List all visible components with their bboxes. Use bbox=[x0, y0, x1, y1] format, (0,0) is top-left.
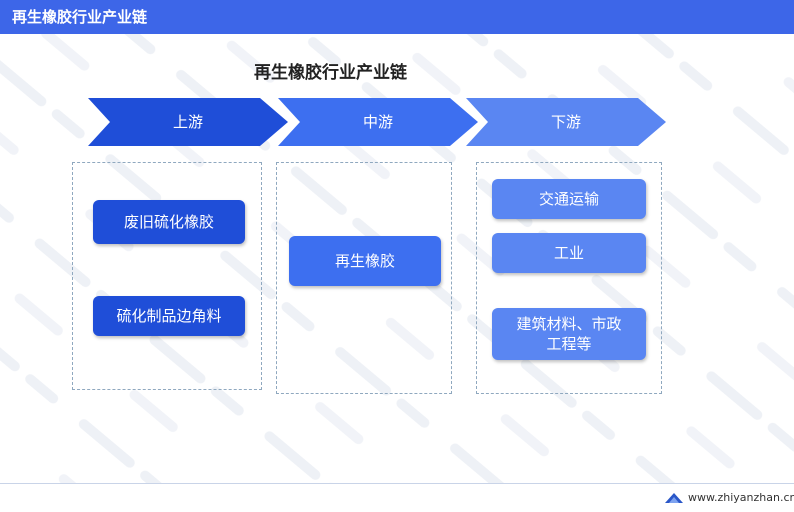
downstream-item: 建筑材料、市政工程等 bbox=[492, 308, 646, 360]
footer-divider bbox=[0, 483, 794, 484]
stage-downstream-arrow bbox=[466, 98, 666, 146]
upstream-item: 废旧硫化橡胶 bbox=[93, 200, 245, 244]
stage-downstream-label: 下游 bbox=[550, 113, 581, 131]
stage-upstream-label: 上游 bbox=[172, 113, 203, 131]
stage-upstream-arrow bbox=[88, 98, 288, 146]
downstream-item: 交通运输 bbox=[492, 179, 646, 219]
stage-midstream-arrow bbox=[278, 98, 478, 146]
brand-logo-icon bbox=[665, 493, 683, 503]
header-title: 再生橡胶行业产业链 bbox=[0, 0, 794, 34]
stage-midstream-label: 中游 bbox=[362, 113, 393, 131]
midstream-item: 再生橡胶 bbox=[289, 236, 441, 286]
stage-upstream: 上游 bbox=[88, 98, 288, 146]
stage-midstream: 中游 bbox=[278, 98, 478, 146]
panel-upstream bbox=[72, 162, 262, 390]
panel-midstream bbox=[276, 162, 452, 394]
stage-downstream: 下游 bbox=[466, 98, 666, 146]
upstream-item: 硫化制品边角料 bbox=[93, 296, 245, 336]
panel-downstream bbox=[476, 162, 662, 394]
downstream-item: 工业 bbox=[492, 233, 646, 273]
diagram-title: 再生橡胶行业产业链 bbox=[254, 63, 407, 83]
footer-url[interactable]: www.zhiyanzhan.cn bbox=[688, 491, 794, 504]
